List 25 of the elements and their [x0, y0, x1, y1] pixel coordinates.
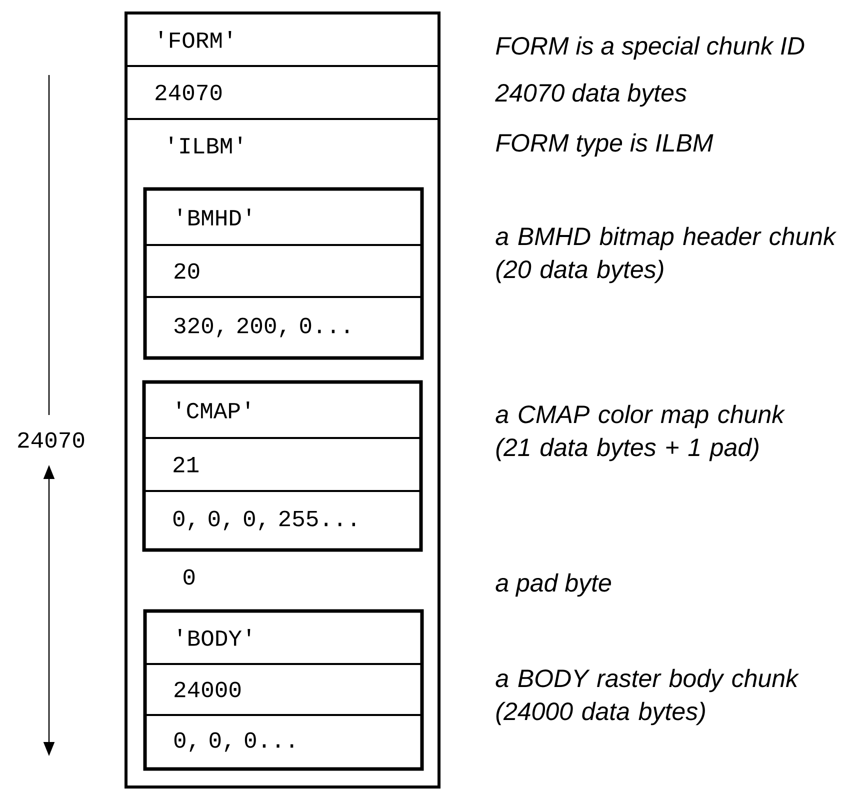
field-cell: 'CMAP'	[143, 381, 422, 439]
field-cell: 320, 200, 0...	[144, 296, 423, 359]
field-text: 0	[184, 569, 195, 585]
field-cell: 20	[144, 244, 423, 298]
chunk-box	[124, 12, 440, 788]
field-cell: 'BMHD'	[144, 188, 423, 246]
field-cell: 21	[143, 437, 422, 492]
dimension-label: 24070	[18, 432, 84, 448]
description-text: FORM type is ILBM	[496, 133, 714, 157]
description-text: a pad byte	[496, 573, 611, 597]
field-cell: 0, 0, 0, 255...	[143, 490, 422, 551]
field-cell: 24070	[125, 65, 440, 120]
description-text: 24070 data bytes	[495, 83, 686, 107]
description-text: a CMAP color map chunk (21 data bytes + 1 pad)	[496, 404, 786, 462]
field-cell: 'FORM'	[125, 12, 440, 67]
chunk-box	[143, 187, 424, 360]
field-cell: 0, 0, 0...	[144, 714, 423, 770]
chunk-box	[143, 609, 424, 771]
description-text: a BMHD bitmap header chunk (20 data bytes)	[496, 226, 837, 284]
chunk-box	[142, 380, 423, 552]
field-text: 'ILBM'	[170, 136, 242, 154]
description-text: a BODY raster body chunk (24000 data bytes)	[496, 668, 800, 726]
description-text: FORM is a special chunk ID	[496, 36, 804, 60]
field-cell: 24000	[144, 663, 423, 716]
field-cell: 'BODY'	[144, 610, 423, 665]
